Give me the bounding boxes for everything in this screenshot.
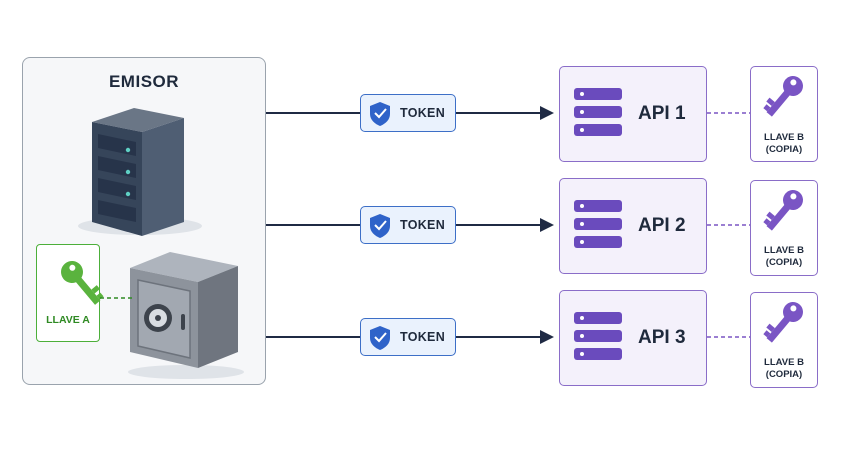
llave-b-label-2: LLAVE B (COPIA) — [750, 245, 818, 269]
llave-b-line1: LLAVE B — [764, 245, 804, 256]
token-label-3: TOKEN — [400, 330, 446, 344]
llave-b-line2: (COPIA) — [765, 257, 803, 268]
llave-b-line1: LLAVE B — [764, 357, 804, 368]
llave-b-line1: LLAVE B — [764, 132, 804, 143]
token-label-2: TOKEN — [400, 218, 446, 232]
emisor-title: EMISOR — [108, 72, 180, 91]
api-box-1 — [559, 66, 707, 162]
llave-b-label-3: LLAVE B (COPIA) — [750, 357, 818, 381]
api-label-3: API 3 — [638, 327, 686, 348]
llave-b-label-1: LLAVE B (COPIA) — [750, 132, 818, 156]
api-label-2: API 2 — [638, 215, 686, 236]
llave-a-label: LLAVE A — [46, 314, 90, 326]
llave-b-line2: (COPIA) — [765, 144, 803, 155]
llave-b-line2: (COPIA) — [765, 369, 803, 380]
api-label-1: API 1 — [638, 103, 686, 124]
token-label-1: TOKEN — [400, 106, 446, 120]
